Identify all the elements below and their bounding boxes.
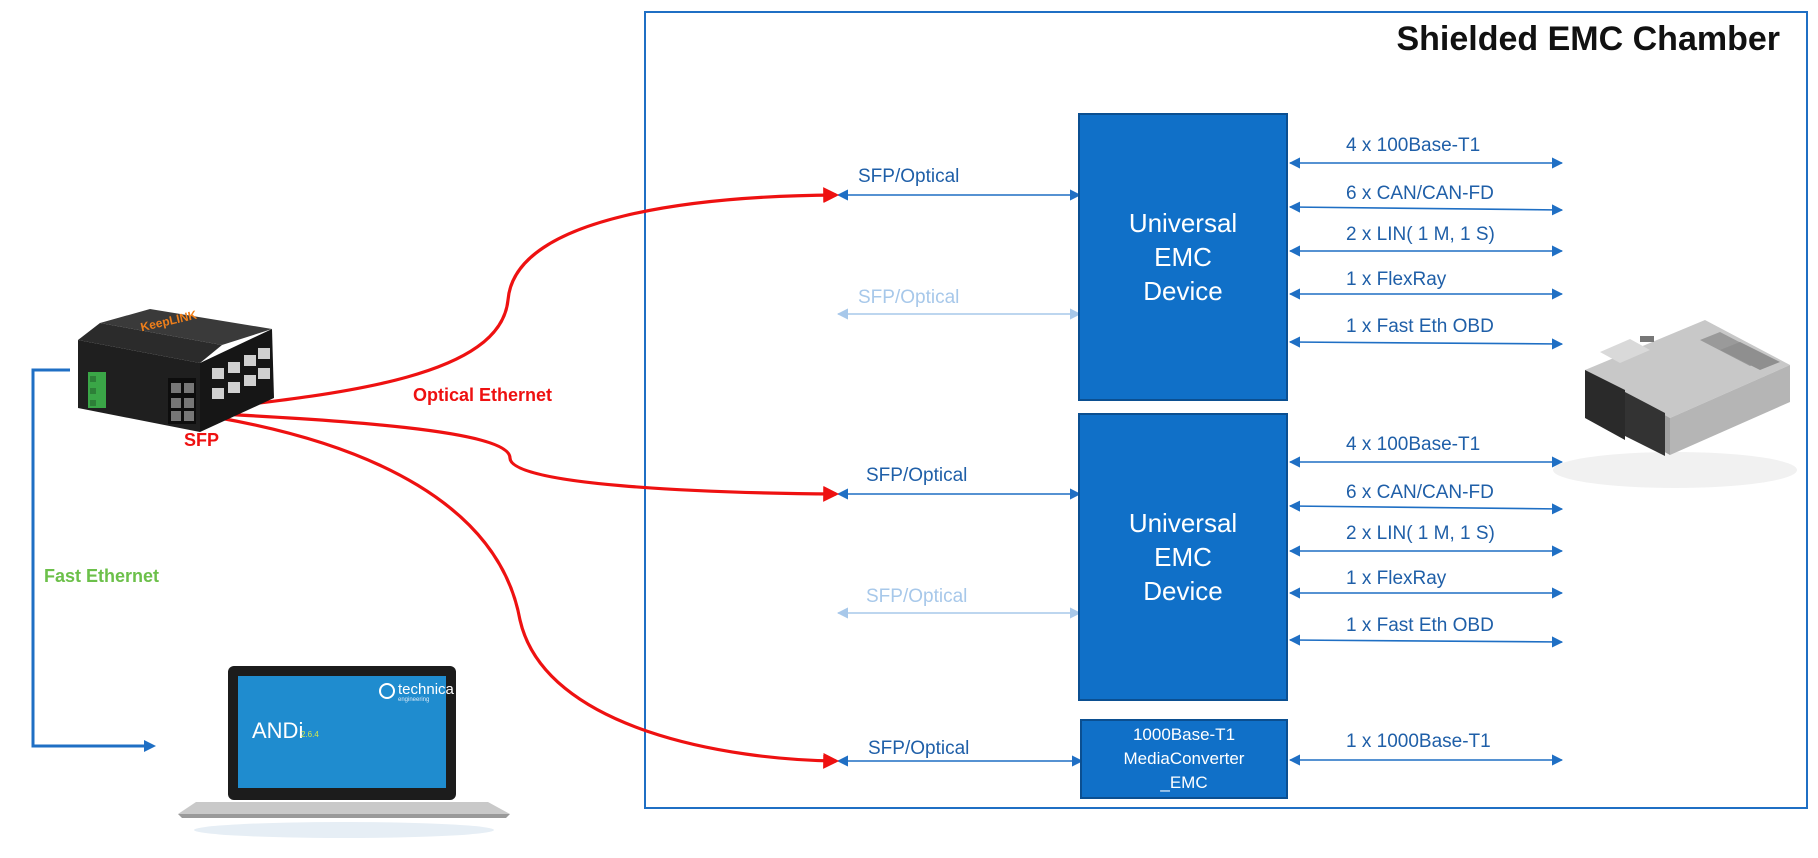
ecu-module [1553,320,1797,488]
port-label: 1 x 1000Base-T1 [1346,731,1491,752]
port-label: 1 x Fast Eth OBD [1346,316,1494,337]
sfp-port-label: SFP [184,430,220,450]
port-label: 6 x CAN/CAN-FD [1346,482,1494,503]
sfp-label: SFP/Optical [868,738,970,759]
fast-ethernet-arrowhead [144,740,156,752]
port-label: 1 x Fast Eth OBD [1346,615,1494,636]
media-converter-device: 1000Base-T1 MediaConverter _EMC [1080,719,1288,799]
sfp-label: SFP/Optical [858,287,960,308]
laptop [178,666,510,838]
universal-emc-device-2: Universal EMC Device [1078,413,1288,701]
device-label-line: EMC [1154,542,1212,572]
laptop-company-logo: technica [398,681,454,698]
fast-ethernet-label: Fast Ethernet [44,566,160,586]
sfp-label: SFP/Optical [866,586,968,607]
device-label-line: Universal [1128,208,1238,238]
device-label-line: Device [1143,576,1223,606]
port-label: 1 x FlexRay [1346,568,1447,589]
port-line [1288,336,1564,350]
chamber-title: Shielded EMC Chamber [1396,20,1780,58]
port-label: 4 x 100Base-T1 [1346,135,1481,156]
port-label: 1 x FlexRay [1346,269,1447,290]
fast-ethernet-line [31,368,152,748]
device-label-line: MediaConverter [1123,749,1245,768]
device-label-line: Device [1143,276,1223,306]
device-label-line: _EMC [1160,773,1208,792]
laptop-app-version: 2.6.4 [301,730,319,739]
optical-fiber-2 [181,410,840,502]
optical-ethernet-label: Optical Ethernet [413,385,553,405]
port-label: 4 x 100Base-T1 [1346,434,1481,455]
port-line [1288,634,1564,648]
device-label-line: EMC [1154,242,1212,272]
port-line [1288,201,1564,216]
port-label: 2 x LIN( 1 M, 1 S) [1346,224,1495,245]
port-line [1288,500,1564,515]
laptop-company-sub: engineering [398,697,430,703]
universal-emc-device-1: Universal EMC Device [1078,113,1288,401]
port-label: 6 x CAN/CAN-FD [1346,183,1494,204]
device-label-line: 1000Base-T1 [1132,725,1236,744]
optical-fiber-3 [181,410,840,769]
optical-fiber-1 [178,187,840,419]
sfp-label: SFP/Optical [858,166,960,187]
device-label-line: Universal [1128,508,1238,538]
laptop-app-name: ANDi [252,718,304,743]
ethernet-switch [78,309,274,432]
port-label: 2 x LIN( 1 M, 1 S) [1346,523,1495,544]
sfp-label: SFP/Optical [866,465,968,486]
